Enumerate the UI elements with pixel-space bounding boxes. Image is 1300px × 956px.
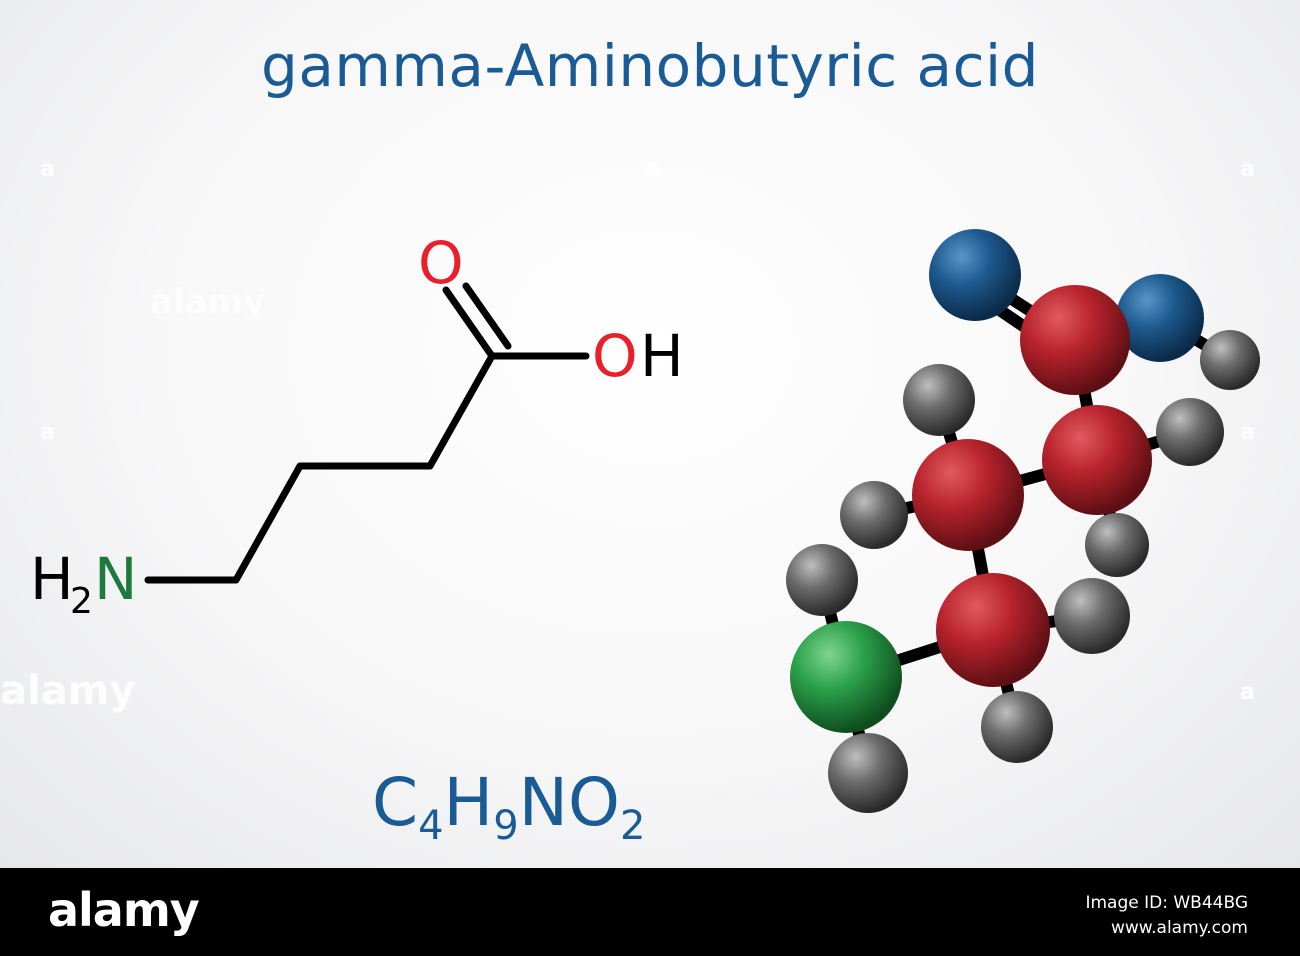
hydrogen-atom <box>981 691 1053 763</box>
hydrogen-atom <box>828 733 908 813</box>
nitrogen-atom <box>790 621 902 733</box>
carbon-atom <box>912 439 1024 551</box>
carbonyl-oxygen-label: O <box>418 229 464 297</box>
watermark: alamy <box>0 668 136 714</box>
watermark-letter: a <box>1240 420 1255 445</box>
hydrogen-atom <box>1156 398 1224 466</box>
carbon-atom <box>936 573 1050 687</box>
brand-logo: alamy <box>48 883 200 937</box>
watermark: alamy <box>150 282 266 322</box>
oxygen-atom <box>1116 274 1204 362</box>
carbon-chain-bond <box>144 352 590 584</box>
site-url: www.alamy.com <box>1110 918 1248 938</box>
hydrogen-atom <box>1054 578 1130 654</box>
watermark-letter: a <box>1240 157 1255 182</box>
molecule-structures <box>144 229 1260 813</box>
carbonyl-double-bond <box>462 282 512 350</box>
hydrogen-atom <box>840 481 908 549</box>
formula-nitrogen: N <box>518 764 569 841</box>
formula-hydrogen: H <box>443 764 494 841</box>
skeletal-formula <box>144 282 590 584</box>
ball-and-stick-model <box>786 229 1260 813</box>
carbon-atom <box>1042 405 1152 515</box>
formula-oxygen: O <box>568 764 620 841</box>
formula-oxygen-count: 2 <box>619 803 646 849</box>
hydrogen-atom <box>903 364 975 436</box>
carbonyl-double-bond <box>442 286 496 360</box>
molecular-formula: C4H9NO2 <box>372 770 646 849</box>
watermark-letter: a <box>40 157 55 182</box>
watermark-letter: a <box>1240 680 1255 705</box>
watermark-letter: a <box>40 420 55 445</box>
hydrogen-atom <box>1085 513 1149 577</box>
molecule-name-title: gamma-Aminobutyric acid <box>261 32 1039 100</box>
carbon-atom <box>1020 285 1130 395</box>
hydroxyl-oxygen-label: O <box>592 322 638 390</box>
image-id: Image ID: WB44BG <box>1085 893 1248 913</box>
formula-carbon: C <box>372 764 419 841</box>
amine-hydrogen-count: 2 <box>70 581 93 622</box>
amine-nitrogen-label: N <box>94 545 138 613</box>
hydrogen-atom <box>786 544 858 616</box>
hydroxyl-hydrogen-label: H <box>640 322 684 390</box>
footer-bar <box>0 868 1300 956</box>
oxygen-atom <box>929 229 1021 321</box>
formula-hydrogen-count: 9 <box>493 803 519 849</box>
amine-hydrogen-label: H <box>30 545 74 613</box>
hydrogen-atom <box>1200 330 1260 390</box>
formula-carbon-count: 4 <box>418 803 444 849</box>
watermark-letter: a <box>645 157 660 182</box>
